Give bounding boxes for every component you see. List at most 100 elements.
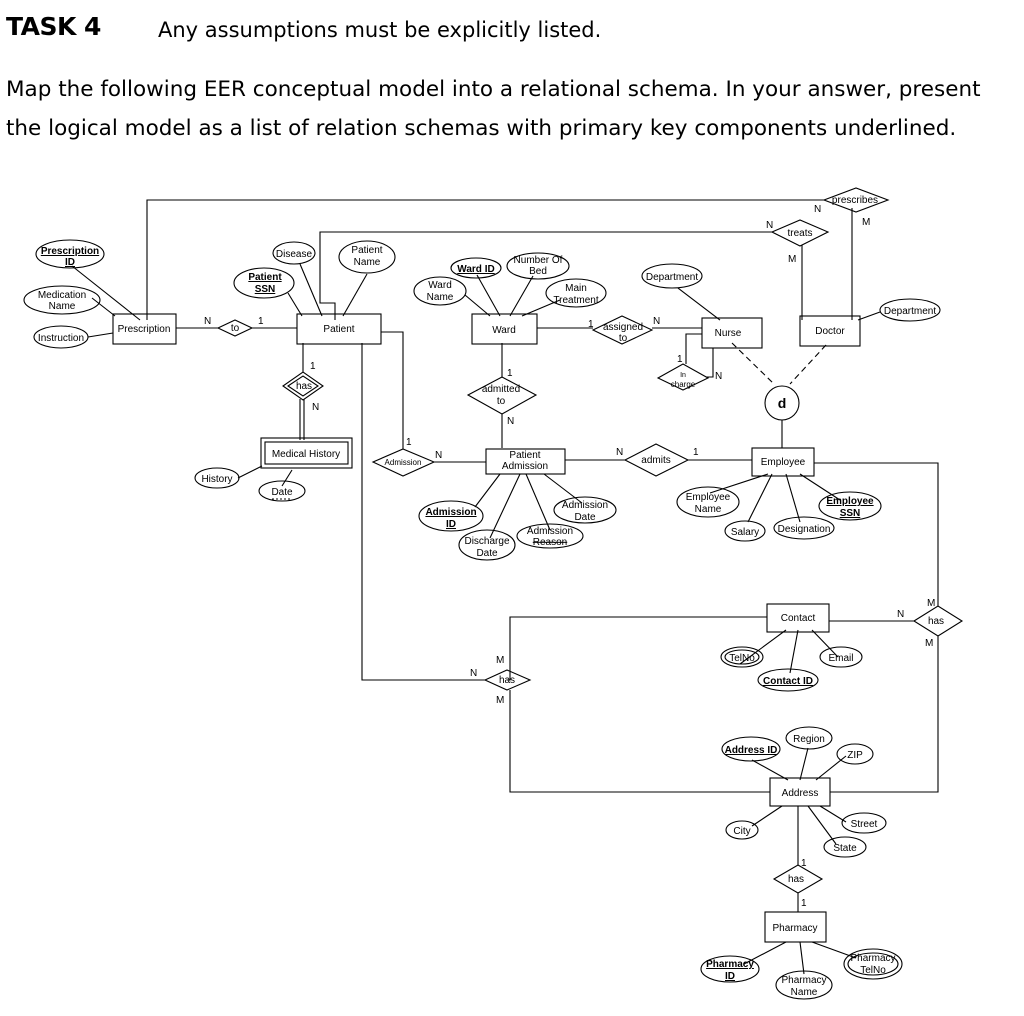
diagram-label: Designation [778,524,831,535]
diagram-label: N [766,220,773,231]
diagram-label: Name [354,257,381,268]
attr-ward-name: Ward Name [413,276,467,306]
diagram-label: Department [646,272,698,283]
diagram-label: Email [828,653,853,664]
diagram-label: has [296,381,312,392]
diagram-label: 1 [801,858,807,869]
diagram-label: Name [49,301,76,312]
attr-address-id: Address ID [721,736,781,762]
attr-main-treatment: Main Treatment [545,278,607,308]
attr-pharmacy-id: Pharmacy ID [700,955,760,983]
diagram-label: TelNo [729,653,755,664]
diagram-label: M [496,695,504,706]
diagram-label: 1 [258,316,264,327]
diagram-label: Admission [502,461,548,472]
diagram-label: Admission [527,526,573,537]
diagram-label: Contact ID [763,676,813,687]
entity-patient-admission: Patient Admission [485,448,566,475]
diagram-label: Patient [351,245,382,256]
rel-has-address-pharmacy: has [772,864,824,894]
diagram-label: assigned [603,322,643,333]
diagram-label: State [833,843,857,854]
diagram-label: Instruction [38,333,84,344]
diagram-label: Prescription [41,246,99,257]
attr-zip: ZIP [836,743,874,765]
specialization-circle: d [764,385,800,421]
entity-contact: Contact [766,603,830,633]
diagram-label: Date [574,512,596,523]
rel-admits: admits [623,443,690,477]
attr-employee-ssn: Employee SSN [818,491,882,521]
attr-number-of-bed: Number Of Bed [506,252,570,280]
attributes: Prescription ID Medication Name Instruct… [23,239,941,1000]
attr-disease: Disease [272,241,316,265]
diagram-label: 1 [801,898,807,909]
task-title: TASK 4 [6,12,101,41]
diagram-label: ZIP [847,750,863,761]
diagram-label: Admission [385,458,422,467]
relationships: prescribes treats to assigned to In char… [216,187,964,894]
attr-email: Email [819,646,863,668]
entity-prescription: Prescription [112,313,177,345]
attr-ward-id: Ward ID [450,257,502,279]
attr-pharmacy-telno: Pharmacy TelNo [843,948,903,980]
diagram-label: Employee [761,457,806,468]
diagram-label: N [616,447,623,458]
attr-designation: Designation [773,516,835,540]
diagram-label: Ward [428,280,452,291]
diagram-label: Employee [686,492,731,503]
diagram-label: Pharmacy [706,959,754,970]
diagram-label: Admission [562,500,608,511]
diagram-label: Patient [248,272,282,283]
diagram-label: N [814,204,821,215]
diagram-label: Contact [781,613,816,624]
diagram-label: Ward ID [457,264,494,275]
diagram-label: TelNo [860,965,886,976]
diagram-label: Pharmacy [772,923,817,934]
diagram-label: Name [427,292,454,303]
entity-patient: Patient [296,313,382,345]
task-note: Any assumptions must be explicitly liste… [158,18,602,42]
diagram-label: Admission [425,507,476,518]
entity-doctor: Doctor [799,315,861,347]
attr-department-doctor: Department [879,298,941,322]
entity-pharmacy: Pharmacy [764,911,827,943]
attr-medication-name: Medication Name [23,285,101,315]
diagram-label: Reason [533,537,567,548]
attr-history: History [194,467,240,489]
diagram-label: charge [671,380,696,389]
diagram-label: Discharge [464,536,509,547]
diagram-label: N [507,416,514,427]
diagram-label: Name [791,987,818,998]
entity-employee: Employee [751,447,815,477]
diagram-label: M [862,217,870,228]
diagram-label: 1 [507,368,513,379]
diagram-label: N [312,402,319,413]
diagram-label: N [204,316,211,327]
attr-department-nurse: Department [641,263,703,289]
entity-nurse: Nurse [701,317,763,349]
diagram-label: N [653,316,660,327]
entity-address: Address [769,777,831,807]
rel-has-employee-contact: has [912,605,964,637]
diagram-label: Pharmacy [850,953,895,964]
diagram-label: Employee [826,496,874,507]
diagram-label: Address ID [725,745,778,756]
diagram-label: 1 [588,319,594,330]
diagram-label: prescribes [832,195,878,206]
diagram-label: 1 [406,437,412,448]
diagram-label: Prescription [118,324,171,335]
diagram-label: Ward [492,325,516,336]
attr-patient-ssn: Patient SSN [233,267,295,299]
rel-admitted-to: admitted to [466,376,538,415]
diagram-label: treats [787,228,812,239]
attr-discharge-date: Discharge Date [458,529,516,561]
attr-employee-name: Employee Name [676,486,740,518]
attr-prescription-id: Prescription ID [35,239,105,269]
diagram-label: 1 [310,361,316,372]
attr-patient-name: Patient Name [338,240,396,274]
attr-date: Date [258,480,306,502]
attr-admission-reason: Admission Reason [516,523,584,549]
diagram-label: Street [851,819,878,830]
diagram-label: 1 [677,354,683,365]
